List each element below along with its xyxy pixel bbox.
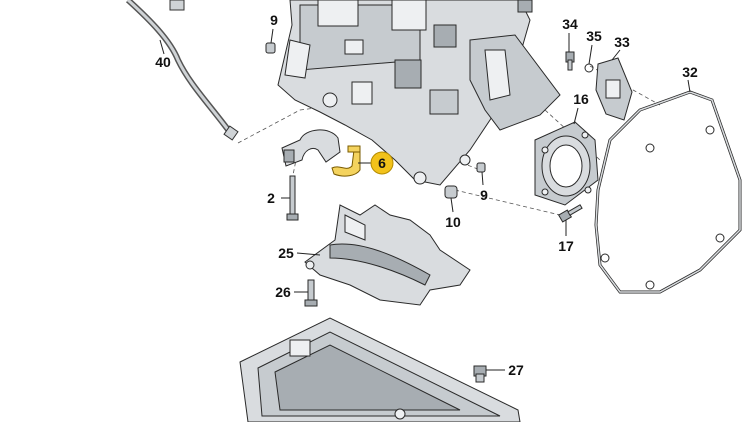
callout-35[interactable]: 35	[586, 28, 602, 44]
oil-spray-jet	[331, 145, 361, 177]
callout-25[interactable]: 25	[278, 245, 294, 261]
callout-labels: 9 40 34 35 33 32 16 6 9 2 10 17 25 26 27	[155, 12, 698, 378]
callout-2[interactable]: 2	[267, 190, 275, 206]
dipstick-tube	[125, 0, 239, 141]
leader-lines	[159, 28, 691, 371]
bolt-2	[286, 175, 299, 221]
bolt-17	[557, 204, 583, 223]
cylinder-block	[277, 0, 561, 186]
callout-33[interactable]: 33	[614, 34, 630, 50]
callout-17[interactable]: 17	[558, 238, 574, 254]
callout-26[interactable]: 26	[275, 284, 291, 300]
callout-6-badge	[370, 151, 394, 175]
flywheel-gasket	[594, 90, 742, 294]
callout-16[interactable]: 16	[573, 91, 589, 107]
oil-pan	[239, 317, 521, 422]
callout-9-top[interactable]: 9	[270, 12, 278, 28]
bearing-cap	[281, 129, 341, 167]
drain-plug	[473, 365, 487, 383]
bolt-26	[304, 279, 318, 307]
callout-9-right[interactable]: 9	[480, 187, 488, 203]
callout-6[interactable]: 6	[378, 155, 386, 171]
cover-plate	[565, 51, 633, 121]
crankshaft-seal-housing	[534, 121, 599, 206]
dowel-pins	[265, 42, 486, 199]
callout-34[interactable]: 34	[562, 16, 578, 32]
callout-32[interactable]: 32	[682, 64, 698, 80]
baffle-plate	[304, 204, 471, 306]
callout-27[interactable]: 27	[508, 362, 524, 378]
callout-10[interactable]: 10	[445, 214, 461, 230]
callout-40[interactable]: 40	[155, 54, 171, 70]
